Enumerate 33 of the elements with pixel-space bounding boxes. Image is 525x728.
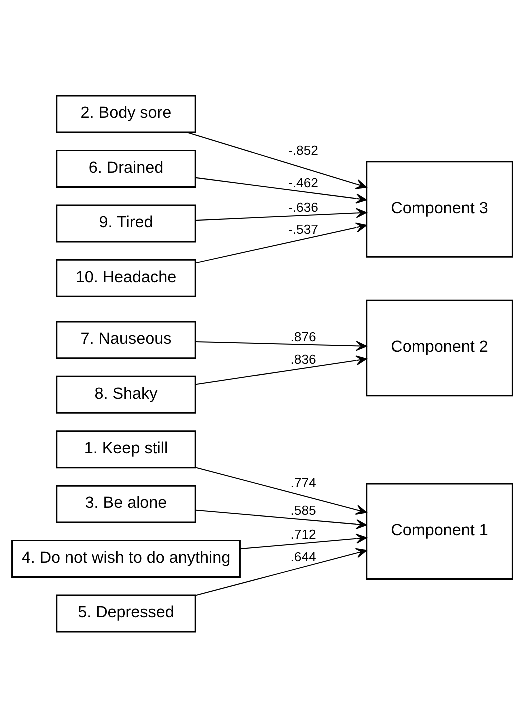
arrow xyxy=(196,467,368,515)
node-box: 5. Depressed xyxy=(56,594,196,633)
node-box: 7. Nauseous xyxy=(56,321,196,360)
node-box: 2. Body sore xyxy=(56,95,196,134)
arrow xyxy=(186,132,368,190)
edge-label: -.462 xyxy=(288,176,319,191)
arrow xyxy=(196,222,368,264)
edge-label: .836 xyxy=(290,352,316,367)
arrow xyxy=(196,177,368,204)
node-box: 3. Be alone xyxy=(56,485,196,524)
edge-label: -.636 xyxy=(288,200,319,215)
arrow xyxy=(196,356,368,386)
node-box: Component 2 xyxy=(366,300,514,397)
node-box: 10. Headache xyxy=(56,259,196,298)
edge-label: .585 xyxy=(290,502,316,518)
arrow xyxy=(196,208,368,222)
edge-label: -.537 xyxy=(288,222,319,238)
node-box: 9. Tired xyxy=(56,204,196,243)
edge-label: -.852 xyxy=(288,143,319,158)
arrow xyxy=(196,341,368,352)
node-box: 4. Do not wish to do anything xyxy=(12,540,241,578)
edge-label: .876 xyxy=(290,330,316,345)
arrow xyxy=(196,510,368,530)
edge-label: .712 xyxy=(290,527,316,542)
node-box: 6. Drained xyxy=(56,150,196,188)
edge-label: .644 xyxy=(290,549,316,564)
edge-label: .774 xyxy=(290,475,316,490)
node-box: Component 3 xyxy=(366,161,514,258)
node-box: 1. Keep still xyxy=(56,430,196,469)
arrow xyxy=(196,548,368,596)
node-box: 8. Shaky xyxy=(56,376,196,414)
node-box: Component 1 xyxy=(366,483,514,580)
arrow xyxy=(240,534,368,550)
